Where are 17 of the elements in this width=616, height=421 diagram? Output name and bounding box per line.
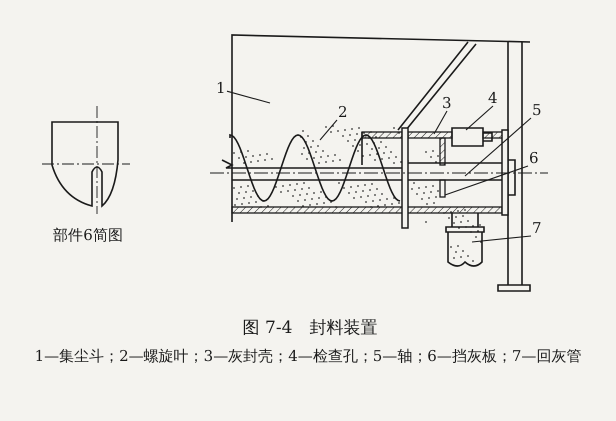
callout-number: 6	[528, 150, 540, 166]
callout-number: 1	[215, 80, 227, 96]
leader-line	[226, 90, 270, 104]
callout-number: 7	[531, 220, 543, 236]
callout-number: 5	[531, 102, 543, 118]
leader-line	[466, 106, 494, 130]
leader-line	[320, 120, 338, 140]
leader-line	[444, 165, 528, 196]
leader-line	[434, 110, 448, 134]
callout-number: 3	[441, 95, 453, 111]
figure-caption: 1—集尘斗；2—螺旋叶；3—灰封壳；4—检查孔；5—轴；6—挡灰板；7—回灰管	[34, 346, 582, 367]
sketch-caption: 部件6简图	[52, 226, 124, 245]
callout-number: 4	[487, 90, 499, 106]
figure-title: 图 7-4 封料装置	[242, 317, 378, 339]
leader-line	[472, 235, 532, 243]
leader-line	[464, 118, 532, 176]
callout-number: 2	[337, 104, 349, 120]
